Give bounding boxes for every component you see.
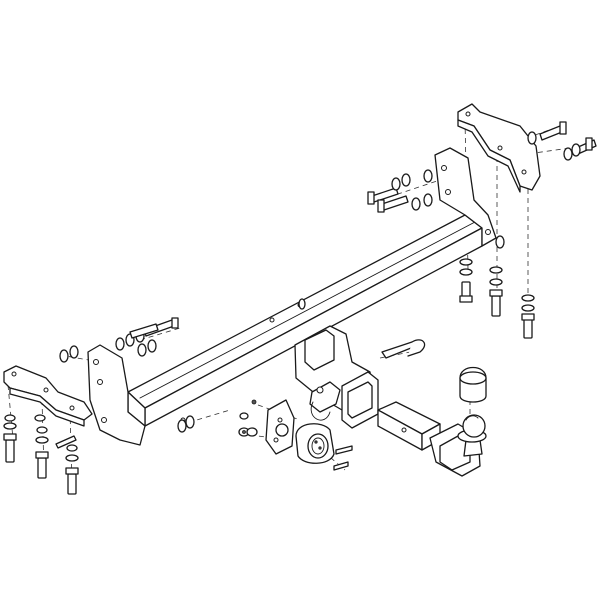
bolt-left-1 <box>3 414 17 463</box>
receiver <box>294 325 379 429</box>
bolt-left-2 <box>34 414 49 479</box>
left-side-plate <box>87 344 146 446</box>
ball-cover <box>459 366 487 403</box>
tow-ball <box>457 414 487 457</box>
left-bracket <box>3 365 93 427</box>
socket-plate <box>265 399 295 455</box>
bolt-right-1 <box>459 258 473 303</box>
bolt-left-plate-row <box>59 317 179 363</box>
bolt-receiver <box>298 298 306 310</box>
electrical-socket <box>295 423 335 464</box>
right-side-plate <box>434 147 497 247</box>
bolt-right-2 <box>489 266 503 317</box>
bolt-right-3 <box>521 294 535 339</box>
crossbar <box>127 214 483 427</box>
bolt-sets <box>3 121 597 495</box>
bolt-left-3 <box>55 435 79 495</box>
socket-screws <box>238 399 353 471</box>
bolt-crossbar-end <box>177 415 195 433</box>
bolt-right-bracket <box>495 121 597 249</box>
pin <box>381 339 426 359</box>
right-bracket <box>457 103 541 193</box>
bolt-right-top-row <box>367 169 433 213</box>
